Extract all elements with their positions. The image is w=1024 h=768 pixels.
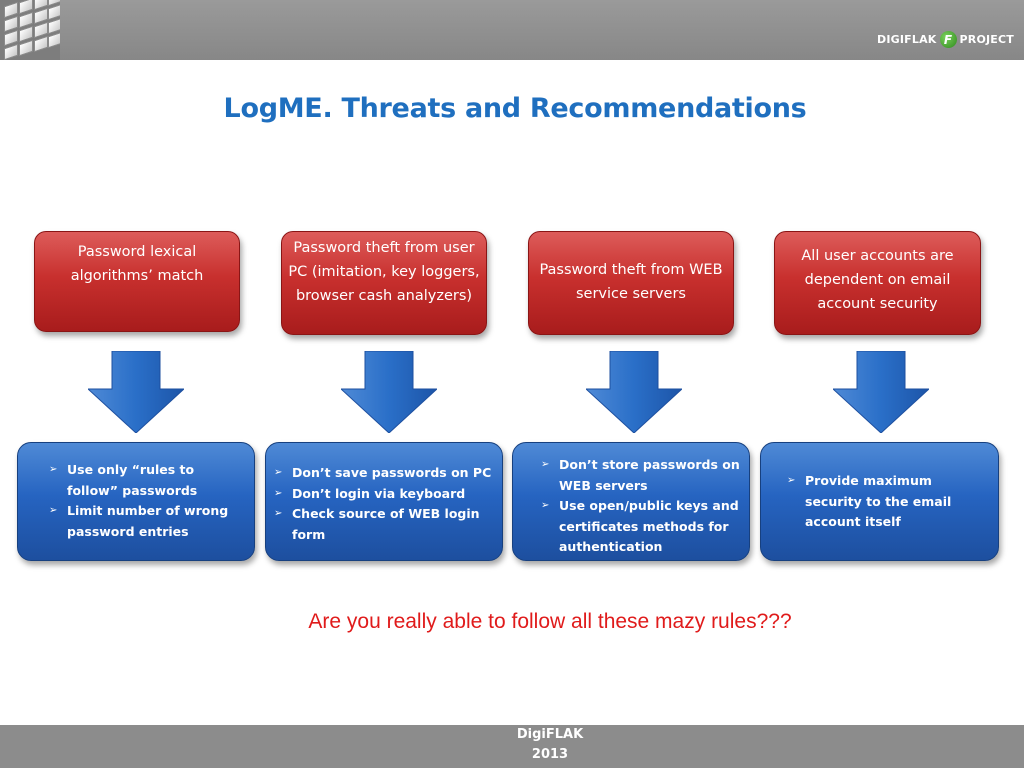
brand-name: DIGIFLAK xyxy=(877,33,937,46)
arrow-down-icon xyxy=(586,351,682,433)
recommendation-list: ➢Provide maximum security to the email a… xyxy=(787,471,986,533)
header-decoration xyxy=(0,0,60,60)
footer-text: DigiFLAK 2013 xyxy=(0,725,1024,765)
list-item: ➢Don’t save passwords on PC xyxy=(274,463,496,484)
digiflak-logo-icon: F xyxy=(939,31,957,48)
threat-label: Password theft from WEB service servers xyxy=(539,262,723,302)
arrow-bullet-icon: ➢ xyxy=(541,500,550,511)
arrow-bullet-icon: ➢ xyxy=(274,467,283,478)
list-item: ➢Check source of WEB login form xyxy=(274,506,480,542)
arrow-down-icon xyxy=(341,351,437,433)
recommendation-box-passwords: ➢Use only “rules to follow” passwords ➢L… xyxy=(17,442,255,561)
threat-box-server-theft: Password theft from WEB service servers xyxy=(528,231,734,335)
list-item: ➢Don’t store passwords on WEB servers xyxy=(541,457,740,493)
threat-label: Password theft from user PC (imitation, … xyxy=(288,240,480,304)
threat-box-email-dependence: All user accounts are dependent on email… xyxy=(774,231,981,335)
arrow-bullet-icon: ➢ xyxy=(49,505,58,516)
footer-org: DigiFLAK xyxy=(516,727,584,742)
recommendation-list: ➢Don’t save passwords on PC ➢Don’t login… xyxy=(274,463,496,545)
brand: DIGIFLAK F PROJECT xyxy=(877,31,1014,48)
recommendation-box-pc: ➢Don’t save passwords on PC ➢Don’t login… xyxy=(265,442,503,561)
threat-label: All user accounts are dependent on email… xyxy=(801,248,954,312)
recommendation-list: ➢Use only “rules to follow” passwords ➢L… xyxy=(49,460,244,542)
recommendation-box-servers: ➢Don’t store passwords on WEB servers ➢U… xyxy=(512,442,750,561)
recommendation-list: ➢Don’t store passwords on WEB servers ➢U… xyxy=(541,455,741,558)
arrow-bullet-icon: ➢ xyxy=(49,464,58,475)
threat-label: Password lexical algorithms’ match xyxy=(70,244,204,284)
slide-title: LogME. Threats and Recommendations xyxy=(223,93,807,124)
brand-suffix: PROJECT xyxy=(959,33,1014,46)
list-item: ➢Use open/public keys and certificates m… xyxy=(541,498,739,554)
footer-year: 2013 xyxy=(531,747,569,762)
arrow-bullet-icon: ➢ xyxy=(541,459,550,470)
arrow-bullet-icon: ➢ xyxy=(274,508,283,519)
list-item: ➢Use only “rules to follow” passwords xyxy=(49,462,198,498)
threat-box-lexical: Password lexical algorithms’ match xyxy=(34,231,240,332)
closing-question: Are you really able to follow all these … xyxy=(308,610,792,633)
footer-bar: DigiFLAK 2013 xyxy=(0,725,1024,768)
arrow-bullet-icon: ➢ xyxy=(787,475,796,486)
arrow-down-icon xyxy=(833,351,929,433)
arrow-bullet-icon: ➢ xyxy=(274,487,283,499)
list-item: ➢Limit number of wrong password entries xyxy=(49,503,229,539)
arrow-down-icon xyxy=(88,351,184,433)
list-item: ➢Don’t login via keyboard xyxy=(274,484,496,505)
list-item: ➢Provide maximum security to the email a… xyxy=(787,473,952,529)
recommendation-box-email: ➢Provide maximum security to the email a… xyxy=(760,442,999,561)
header-bar: DIGIFLAK F PROJECT xyxy=(0,0,1024,60)
threat-box-pc-theft: Password theft from user PC (imitation, … xyxy=(281,231,487,335)
